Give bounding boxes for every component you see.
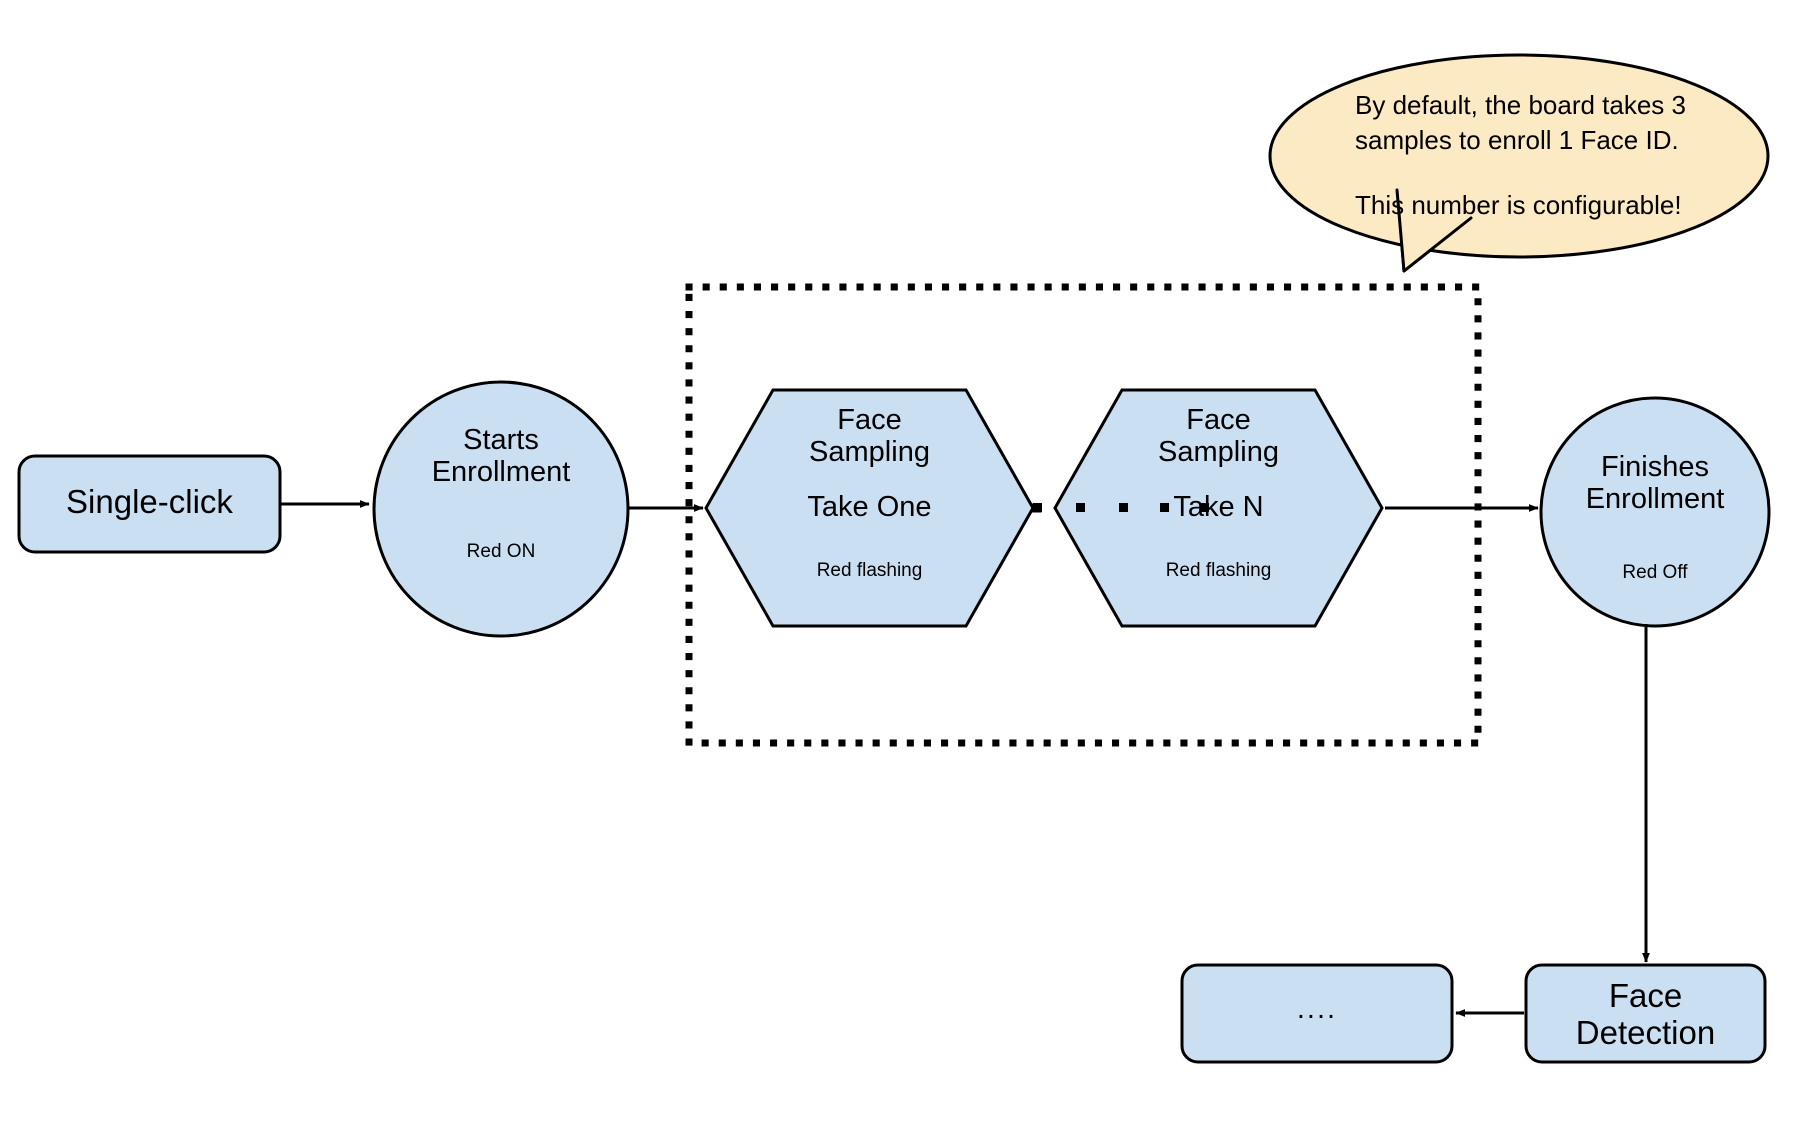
- sampling-loop-group-border: [685, 283, 1482, 747]
- callout-tail-edges: [1395, 188, 1473, 273]
- node-single-click-shape[interactable]: [17, 454, 282, 554]
- ellipsis-dot: [1119, 503, 1128, 512]
- node-face-sampling-one-shape[interactable]: [704, 388, 1035, 628]
- ellipsis-dot: [1200, 503, 1209, 512]
- ellipsis-dot: [1033, 503, 1042, 512]
- node-starts-enrollment-shape[interactable]: [372, 380, 630, 638]
- node-finishes-enrollment-shape[interactable]: [1539, 396, 1771, 628]
- node-face-sampling-n-shape[interactable]: [1053, 388, 1384, 628]
- ellipsis-dot: [1160, 503, 1169, 512]
- callout-tail-overlay: [1399, 213, 1471, 271]
- ellipsis-dot: [1076, 503, 1085, 512]
- node-face-detection-shape[interactable]: [1524, 963, 1767, 1064]
- node-continuation-shape[interactable]: [1180, 963, 1454, 1064]
- callout-bubble: [1268, 53, 1770, 259]
